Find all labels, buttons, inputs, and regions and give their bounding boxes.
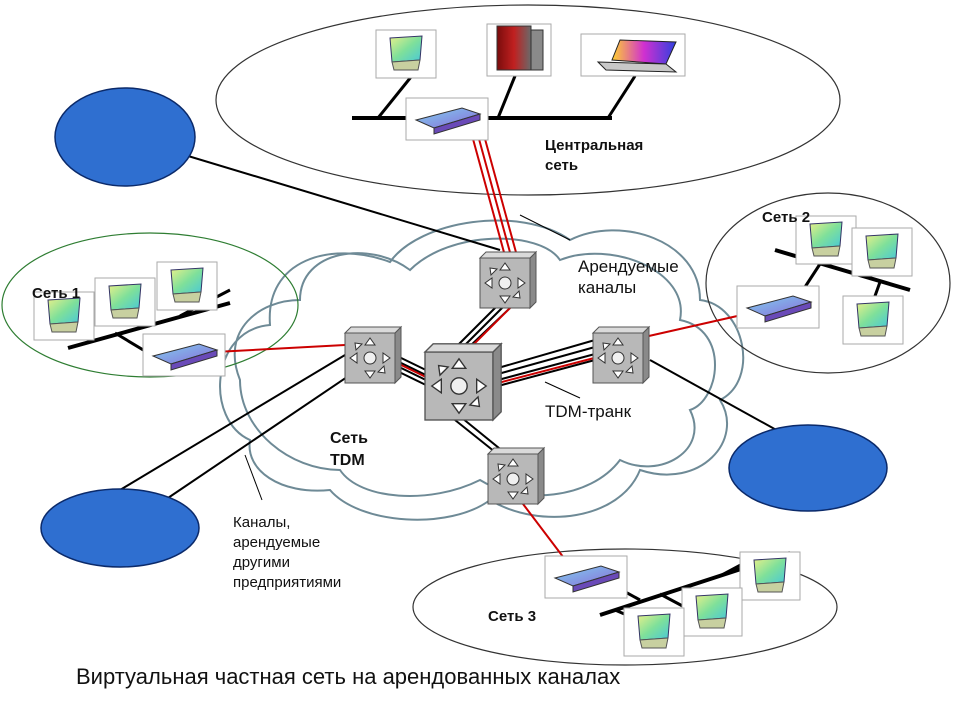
- net1-ellipse: [1, 232, 299, 378]
- net2-label: Сеть 2: [762, 209, 811, 226]
- central-net-label: Центральная сеть: [545, 137, 644, 174]
- other-org-link-bl-1: [119, 354, 346, 491]
- net3-ellipse: [412, 548, 838, 666]
- switch-center-icon: [424, 343, 502, 421]
- net1-hub-icon: [142, 333, 226, 377]
- trunk-label-pointer: [544, 381, 581, 399]
- switch-top-icon: [479, 251, 537, 309]
- net2-hub-icon: [736, 285, 820, 329]
- diagram-caption: Виртуальная частная сеть на арендованных…: [76, 664, 621, 689]
- central-net-ellipse: [215, 4, 841, 196]
- other-org-link-br: [649, 359, 781, 433]
- server-icon: [486, 23, 552, 77]
- leased-channels-label: Арендуемые каналы: [578, 257, 679, 297]
- other-channels-label: Каналы, арендуемые другими предприятиями: [233, 514, 342, 591]
- other-org-right: [728, 424, 888, 512]
- net2-pc-icon-2: [851, 227, 913, 277]
- other-org-link-bl-2: [164, 374, 351, 501]
- other-org-top-left: [54, 87, 196, 187]
- tdm-trunk-label: TDM-транк: [545, 402, 632, 421]
- net2-ellipse: [705, 192, 951, 374]
- leased-lines: [214, 127, 756, 571]
- net1-label: Сеть 1: [32, 285, 81, 302]
- leased-label-pointer: [519, 214, 571, 241]
- net3-pc-icon-2: [681, 587, 743, 637]
- other-org-link-tl: [144, 142, 501, 251]
- switch-bottom-icon: [487, 447, 545, 505]
- central-hub-icon: [405, 97, 489, 141]
- tdm-net-label: Сеть TDM: [330, 430, 368, 469]
- net3-pc-icon-1: [739, 551, 801, 601]
- net3-label: Сеть 3: [488, 608, 537, 625]
- central-pc-icon: [375, 29, 437, 79]
- net1-pc-icon-3: [156, 261, 218, 311]
- net3-pc-icon-3: [623, 607, 685, 657]
- switch-right-icon: [592, 326, 650, 384]
- laptop-icon: [580, 33, 686, 77]
- switch-left-icon: [344, 326, 402, 384]
- tdm-cloud-2: [233, 237, 716, 497]
- other-label-pointer: [244, 454, 263, 501]
- net2-pc-icon-3: [842, 295, 904, 345]
- net3-hub-icon: [544, 555, 628, 599]
- net1-pc-icon-2: [94, 277, 156, 327]
- other-org-bottom-left: [40, 488, 200, 568]
